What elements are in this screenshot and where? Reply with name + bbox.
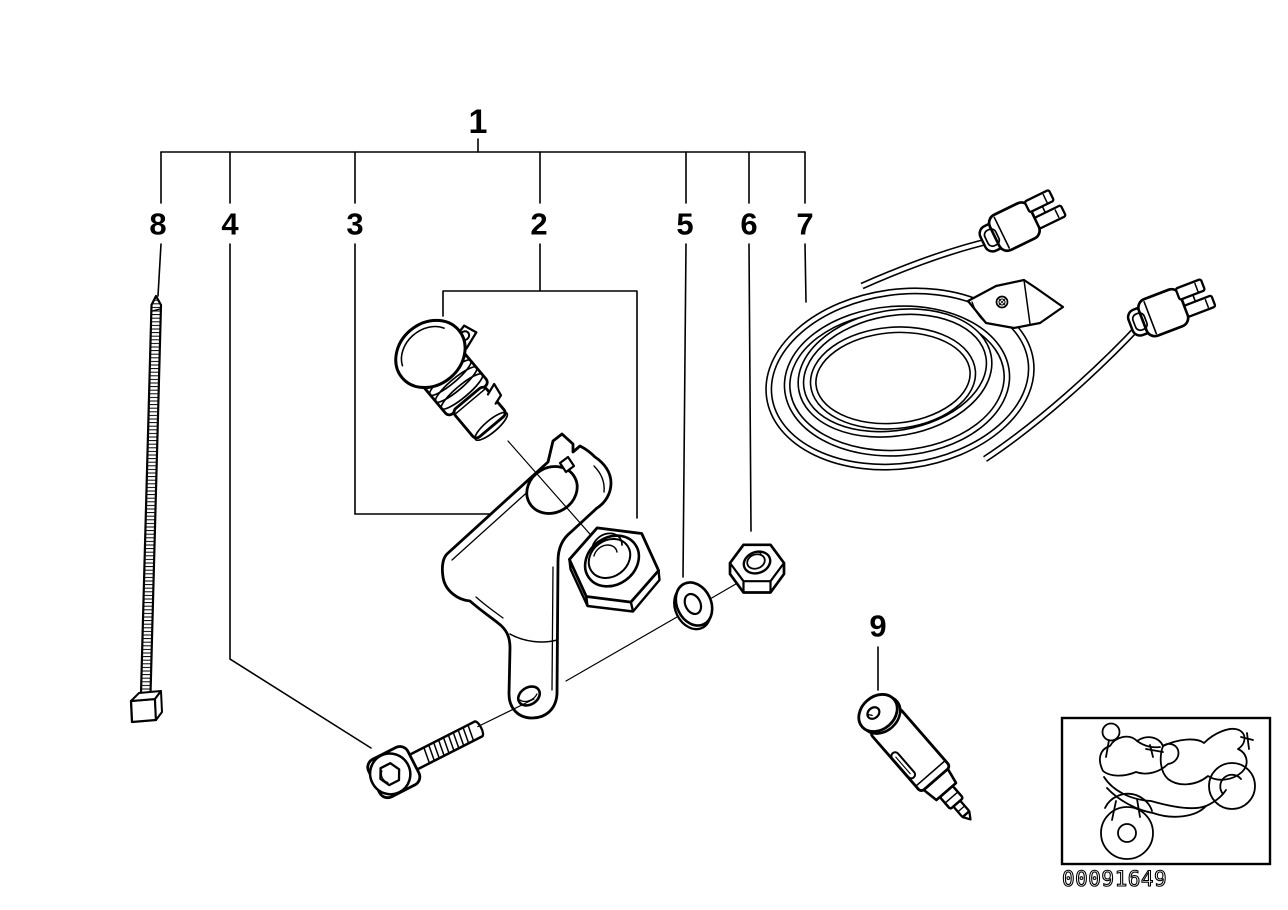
leader-line-2	[442, 243, 638, 519]
part-callout-5[interactable]: 5	[676, 206, 694, 242]
thumbnail-border	[1060, 716, 1272, 866]
bracket-bolt-hole	[516, 685, 542, 707]
part-accessory-plug	[857, 693, 972, 821]
part-callout-2[interactable]: 2	[530, 206, 548, 242]
part-knurled-nut	[568, 526, 661, 613]
leader-line-8	[157, 243, 162, 297]
part-callout-1[interactable]: 1	[468, 103, 488, 141]
leader-line-6	[748, 243, 752, 532]
harness-connector-1	[978, 189, 1067, 253]
part-callout-6[interactable]: 6	[740, 206, 758, 242]
leader-lines	[157, 243, 879, 749]
part-cable-tie	[129, 294, 163, 724]
tag-grommet	[995, 295, 1009, 309]
leader-line-5	[682, 243, 687, 578]
callout-tree	[160, 138, 806, 204]
motorcycle-icon	[1099, 722, 1256, 860]
leader-line-4	[229, 243, 372, 749]
part-callout-3[interactable]: 3	[346, 206, 364, 242]
part-hex-nut	[728, 543, 786, 594]
harness-connector-2	[1126, 278, 1217, 338]
leader-line-3	[354, 243, 493, 515]
image-number: 00091649	[1062, 867, 1167, 891]
part-washer	[673, 581, 714, 631]
part-wiring-harness	[765, 189, 1217, 471]
socket-hinged-cap	[394, 318, 478, 390]
part-socket-head-bolt	[366, 720, 485, 800]
part-callout-4[interactable]: 4	[221, 206, 239, 242]
cable-label-tag	[966, 278, 1065, 330]
plug-tip-hole	[866, 706, 881, 720]
part-power-socket	[394, 318, 509, 442]
part-callout-7[interactable]: 7	[796, 206, 814, 242]
cable-coil	[765, 236, 1144, 471]
part-callout-9[interactable]: 9	[869, 608, 887, 644]
motorcycle-thumbnail: 00091649	[1060, 716, 1272, 892]
leader-line-7	[804, 243, 807, 303]
part-mounting-bracket	[440, 432, 613, 720]
part-callout-8[interactable]: 8	[149, 206, 167, 242]
